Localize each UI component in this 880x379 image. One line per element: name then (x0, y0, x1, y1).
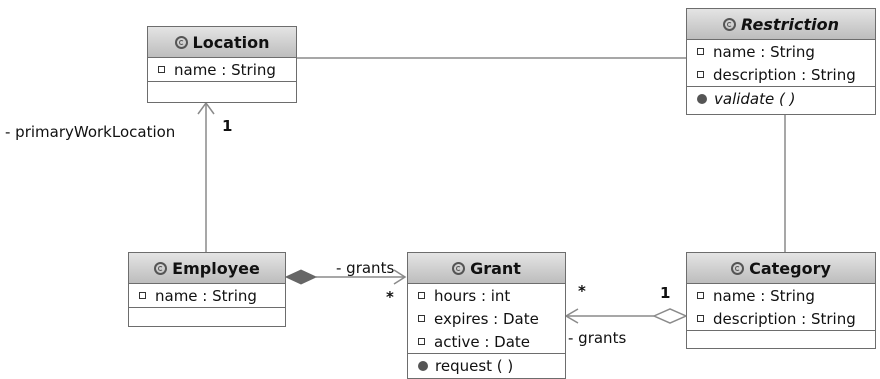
attribute-row[interactable]: hours : int (408, 284, 565, 307)
aggregation-diamond (652, 308, 688, 324)
location-multiplicity-label: 1 (222, 117, 233, 135)
attribute-text: active : Date (434, 332, 531, 351)
attribute-row[interactable]: expires : Date (408, 307, 565, 330)
class-icon (731, 261, 745, 275)
attribute-text: name : String (155, 286, 257, 305)
class-icon (154, 261, 168, 275)
attribute-row[interactable]: description : String (687, 63, 875, 87)
operation-text: validate ( ) (714, 89, 796, 108)
attribute-icon (418, 315, 425, 322)
class-icon (723, 17, 737, 31)
location-class-header: Location (148, 27, 296, 58)
operations-compartment (129, 308, 285, 324)
attribute-row[interactable]: name : String (129, 284, 285, 308)
primary-work-location-role-label: - primaryWorkLocation (5, 123, 176, 141)
employee-class-header: Employee (129, 253, 285, 284)
attribute-row[interactable]: name : String (148, 58, 296, 82)
attribute-row[interactable]: name : String (687, 40, 875, 63)
restriction-class-header: Restriction (687, 9, 875, 40)
attribute-row[interactable]: name : String (687, 284, 875, 307)
attribute-icon (418, 338, 425, 345)
attribute-icon (697, 315, 704, 322)
category-grants-category-multiplicity-label: 1 (660, 284, 671, 302)
operation-text: request ( ) (435, 356, 514, 375)
employee-grants-multiplicity-label: * (386, 288, 394, 306)
class-icon (174, 35, 188, 49)
location-class[interactable]: Location name : String (147, 26, 297, 103)
attribute-row[interactable]: description : String (687, 307, 875, 331)
attribute-row[interactable]: active : Date (408, 330, 565, 354)
attribute-icon (697, 71, 704, 78)
category-grants-grant-multiplicity-label: * (578, 282, 586, 300)
attribute-icon (139, 292, 146, 299)
grant-class[interactable]: Grant hours : int expires : Date active … (407, 252, 566, 379)
operation-row[interactable]: validate ( ) (687, 87, 875, 110)
location-open-arrowhead (197, 101, 215, 115)
attribute-icon (418, 292, 425, 299)
employee-class[interactable]: Employee name : String (128, 252, 286, 327)
category-class-header: Category (687, 253, 875, 284)
attribute-icon (158, 66, 165, 73)
category-grants-role-label: - grants (568, 329, 627, 347)
class-name: Location (192, 32, 270, 52)
operation-icon (697, 93, 707, 104)
composition-diamond (284, 269, 318, 285)
grant-open-arrowhead-top (393, 269, 407, 285)
attribute-text: name : String (713, 42, 815, 61)
restriction-class[interactable]: Restriction name : String description : … (686, 8, 876, 115)
attribute-icon (697, 292, 704, 299)
attribute-text: hours : int (434, 286, 511, 305)
class-name: Grant (470, 258, 521, 278)
attribute-text: name : String (713, 286, 815, 305)
attribute-text: description : String (713, 65, 856, 84)
operation-icon (418, 360, 428, 371)
attribute-text: expires : Date (434, 309, 539, 328)
operation-row[interactable]: request ( ) (408, 354, 565, 377)
category-class[interactable]: Category name : String description : Str… (686, 252, 876, 349)
attribute-text: name : String (174, 60, 276, 79)
class-name: Restriction (741, 14, 839, 34)
operations-compartment (148, 82, 296, 98)
class-icon (452, 261, 466, 275)
attribute-icon (697, 48, 704, 55)
operations-compartment (687, 331, 875, 347)
grant-class-header: Grant (408, 253, 565, 284)
class-name: Category (749, 258, 831, 278)
class-name: Employee (172, 258, 260, 278)
employee-grants-role-label: - grants (336, 259, 395, 277)
attribute-text: description : String (713, 309, 856, 328)
grant-open-arrowhead-right (564, 308, 579, 324)
